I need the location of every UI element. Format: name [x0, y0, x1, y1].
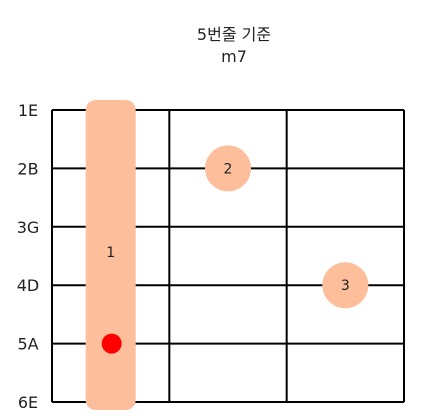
string-label: 2B [17, 159, 38, 178]
string-label: 5A [17, 335, 38, 354]
string-labels: 1E 2B 3G 4D 5A 6E [17, 101, 40, 412]
barre-finger-number: 1 [106, 245, 115, 261]
chord-quality-label: m7 [221, 47, 247, 66]
barre-marker [85, 100, 136, 410]
finger-number: 2 [224, 161, 233, 177]
root-note-dot [101, 333, 122, 354]
string-label: 1E [18, 101, 38, 120]
string-label: 3G [17, 218, 40, 237]
string-label: 4D [17, 276, 40, 295]
finger-number: 3 [341, 278, 350, 294]
chord-position-label: 5번줄 기준 [196, 25, 272, 44]
finger-marker [322, 262, 369, 309]
finger-markers: 1 2 3 [85, 100, 369, 410]
chord-title: 5번줄 기준 m7 [0, 24, 428, 68]
finger-marker [205, 145, 251, 192]
string-label: 6E [18, 393, 38, 412]
